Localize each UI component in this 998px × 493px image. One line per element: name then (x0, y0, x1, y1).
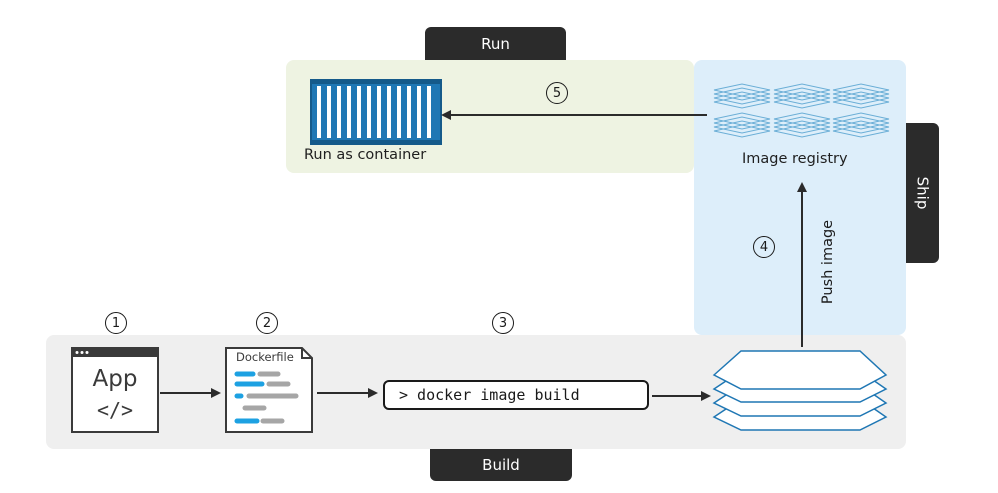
step-3-marker: 3 (492, 312, 514, 334)
step-4-marker: 4 (753, 236, 775, 258)
registry-stack-icon (713, 83, 890, 138)
push-image-label: Push image (820, 219, 836, 305)
dockerfile-label: Dockerfile (236, 350, 294, 364)
code-symbol: </> (96, 398, 134, 422)
image-registry-label: Image registry (742, 151, 848, 167)
step-1-marker: 1 (105, 312, 127, 334)
command-text: > docker image build (399, 386, 580, 404)
flow-arrows (160, 110, 807, 401)
docker-build-command: > docker image build (383, 380, 649, 410)
dockerfile-icon (225, 347, 313, 433)
ship-tab: Ship (906, 123, 939, 263)
build-tab: Build (430, 449, 572, 481)
step-2-marker: 2 (256, 312, 278, 334)
app-label: App (92, 366, 138, 392)
run-tab: Run (425, 27, 566, 60)
step-5-marker: 5 (546, 82, 568, 104)
image-layers-icon (712, 350, 888, 431)
app-window-icon (71, 347, 159, 433)
container-icon (310, 79, 442, 145)
run-as-container-label: Run as container (304, 147, 427, 163)
